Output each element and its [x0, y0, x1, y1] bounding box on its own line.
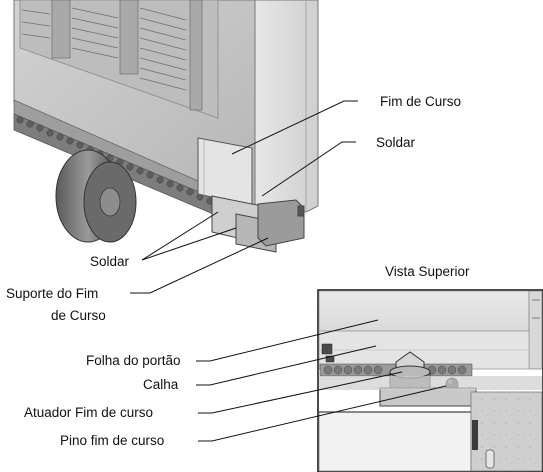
- label-calha: Calha: [143, 377, 179, 392]
- top-view-bolts: [321, 343, 335, 363]
- label-suporte-line2: de Curso: [51, 308, 106, 323]
- label-pino: Pino fim de curso: [60, 433, 164, 448]
- gate-wheel: [55, 149, 137, 243]
- label-folha-portao: Folha do portão: [86, 353, 181, 368]
- top-view-gate-leaf: [318, 290, 530, 332]
- top-view-lower-right: [470, 391, 543, 472]
- annotations: Fim de Curso Soldar Soldar Suporte do Fi…: [6, 94, 470, 448]
- label-atuador: Atuador Fim de curso: [24, 405, 153, 420]
- label-suporte-line1: Suporte do Fim: [6, 286, 98, 301]
- limit-switch-support: [211, 195, 305, 253]
- label-soldar-top: Soldar: [376, 135, 416, 150]
- gate-louvers: [21, 0, 203, 111]
- top-view-lower-left: [318, 411, 472, 472]
- label-soldar-bottom: Soldar: [90, 254, 130, 269]
- label-vista-superior: Vista Superior: [385, 264, 470, 279]
- gate-3d-view: [13, 0, 319, 253]
- label-fim-de-curso: Fim de Curso: [380, 94, 461, 109]
- top-view-inset: [317, 289, 543, 472]
- gate-leaf-side: [254, 0, 319, 213]
